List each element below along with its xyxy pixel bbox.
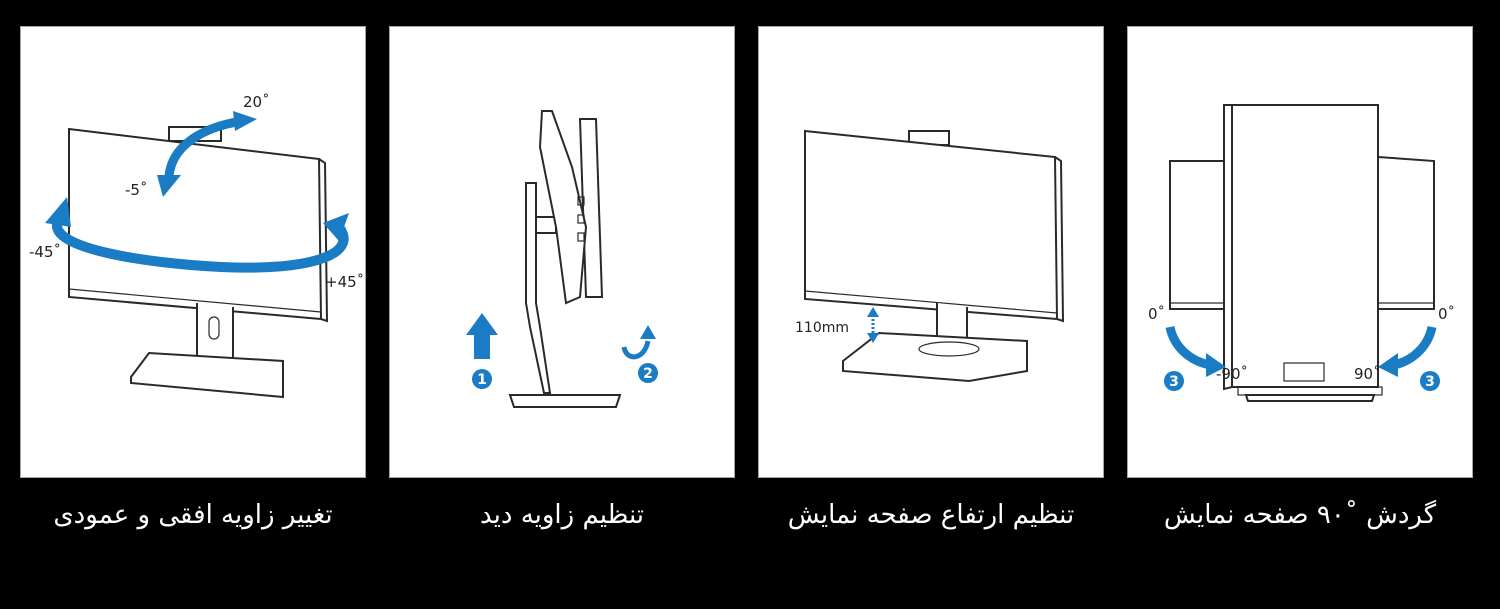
right-zero-label: 0˚ (1438, 305, 1455, 323)
height-illustration: 110mm (795, 129, 1065, 383)
stand-base (842, 331, 1028, 383)
pivot-arrow-right (1392, 325, 1437, 370)
tilt-up-label: 20˚ (243, 93, 270, 111)
step-two-number: 2 (643, 366, 653, 382)
left-step-number: 3 (1169, 374, 1179, 390)
monitor-rear-position (578, 118, 604, 298)
step-two-badge (638, 363, 658, 383)
tilt-down-label: -5˚ (125, 181, 147, 199)
monitor-screen (68, 127, 323, 321)
panel-viewing-angle: 1 2 (389, 26, 735, 478)
swivel-arrowhead-right (323, 213, 349, 241)
left-zero-label: 0˚ (1148, 305, 1165, 323)
tilt-curve-arrow (621, 340, 651, 360)
right-step-number: 3 (1425, 374, 1435, 390)
caption-pivot: گردش ˚۹۰ صفحه نمایش (1163, 500, 1437, 530)
step-one-badge (472, 369, 492, 389)
panel-pivot: 0˚ 0˚ -90˚ 90˚ 3 3 (1127, 26, 1473, 478)
right-ninety-label: 90˚ (1354, 365, 1381, 383)
panel-swivel-tilt: 20˚ -5˚ -45˚ +45˚ (20, 26, 366, 478)
tilt-arrow (164, 116, 244, 178)
tilt-arrowhead-down (157, 175, 181, 197)
height-label: 110mm (795, 320, 849, 336)
caption-viewing-angle: تنظیم زاویه دید (479, 500, 645, 530)
tilt-curve-arrowhead (640, 325, 656, 339)
stand-base (508, 394, 622, 408)
swivel-tilt-illustration: 20˚ -5˚ -45˚ +45˚ (29, 93, 364, 399)
left-step-badge (1164, 371, 1184, 391)
right-step-badge (1420, 371, 1440, 391)
swivel-left-label: -45˚ (29, 243, 61, 261)
stand-base (1244, 394, 1376, 402)
lift-arrow (466, 313, 498, 359)
swivel-right-label: +45˚ (325, 273, 364, 291)
portrait-monitor (1231, 104, 1379, 388)
stand-arm (525, 182, 552, 394)
monitor-screen (804, 129, 1059, 321)
landscape-right (1377, 155, 1435, 310)
swivel-arrowhead-left (45, 197, 71, 227)
monitor-side (538, 110, 588, 305)
landscape-left (1169, 160, 1229, 310)
pivot-illustration: 0˚ 0˚ -90˚ 90˚ 3 3 (1148, 104, 1455, 402)
step-one-number: 1 (477, 372, 487, 388)
panel-height: 110mm (758, 26, 1104, 478)
caption-height: تنظیم ارتفاع صفحه نمایش (787, 500, 1075, 530)
viewing-angle-illustration: 1 2 (466, 110, 658, 408)
swivel-arrow (51, 216, 349, 273)
caption-swivel-tilt: تغییر زاویه افقی و عمودی (53, 500, 333, 530)
tilt-arrowhead-up (233, 111, 257, 131)
stand-base (130, 351, 284, 399)
pivot-arrow-left (1165, 325, 1212, 370)
left-ninety-label: -90˚ (1216, 365, 1248, 383)
